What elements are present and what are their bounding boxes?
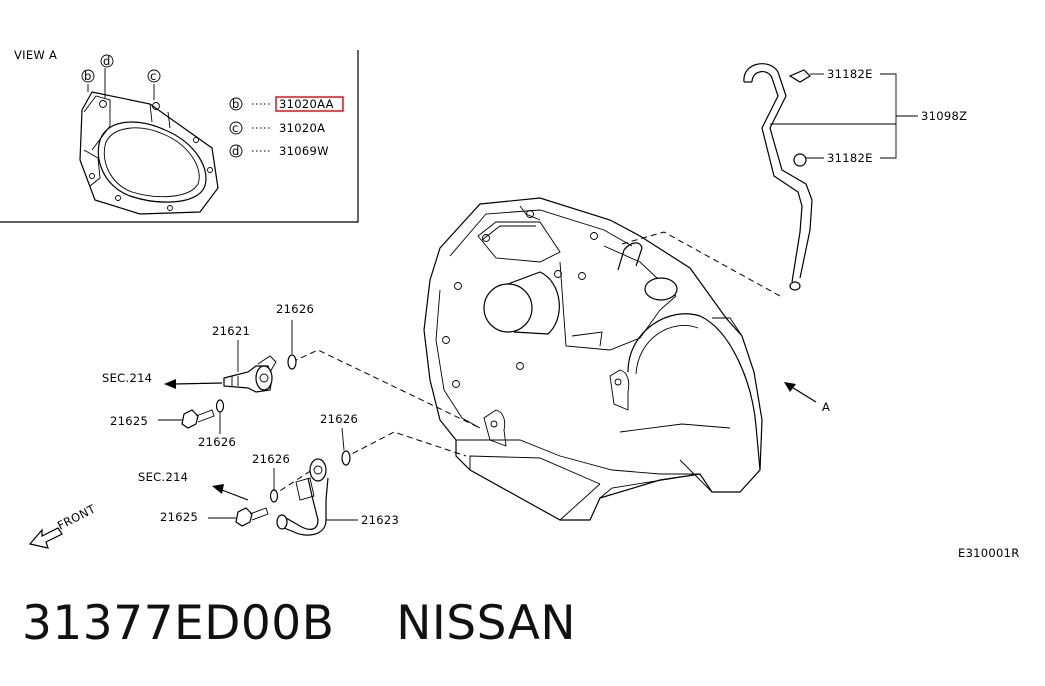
washer-21626-right[interactable] bbox=[341, 450, 351, 466]
marker-c-callout: c bbox=[147, 69, 161, 83]
highlight-box bbox=[275, 96, 344, 112]
label-21625-upper[interactable]: 21625 bbox=[110, 414, 148, 428]
transmission-case bbox=[423, 197, 763, 521]
label-sec214-lower[interactable]: SEC.214 bbox=[138, 470, 188, 484]
legend-row-c[interactable]: c 31020A bbox=[229, 121, 325, 135]
marker-b-label: b bbox=[84, 69, 92, 83]
legend-row-b[interactable]: b 31020AA bbox=[229, 96, 344, 112]
legend-c-part-number[interactable]: 31020A bbox=[279, 121, 325, 135]
diagram-code: E310001R bbox=[958, 546, 1020, 560]
label-21626-top[interactable]: 21626 bbox=[276, 302, 314, 316]
pipe-group: SEC.214 21626 21626 21625 21623 bbox=[138, 412, 399, 536]
label-21626-right[interactable]: 21626 bbox=[320, 412, 358, 426]
lower-clamp bbox=[793, 153, 807, 167]
part-number-title: 31377ED00B NISSAN bbox=[22, 596, 577, 651]
marker-d-label: d bbox=[103, 54, 111, 68]
view-a-inset: VIEW A b d bbox=[0, 48, 359, 223]
washer-21626-mid[interactable] bbox=[215, 399, 225, 413]
marker-c-label: c bbox=[150, 69, 157, 83]
label-31098z[interactable]: 31098Z bbox=[921, 109, 967, 123]
label-21625-lower[interactable]: 21625 bbox=[160, 510, 198, 524]
view-a-direction-arrow: A bbox=[784, 382, 830, 414]
label-21626-lower[interactable]: 21626 bbox=[252, 452, 290, 466]
marker-b-callout: b bbox=[81, 69, 95, 83]
front-label: FRONT bbox=[55, 501, 98, 532]
bolt-21625-upper[interactable] bbox=[181, 409, 199, 429]
legend-b-part-number[interactable]: 31020AA bbox=[279, 97, 334, 111]
view-a-case-illustration bbox=[79, 68, 219, 215]
label-31182e-lower[interactable]: 31182E bbox=[827, 151, 873, 165]
shaft-boss bbox=[483, 283, 533, 333]
legend-row-d[interactable]: d 31069W bbox=[229, 144, 329, 158]
view-a-title: VIEW A bbox=[14, 48, 57, 62]
marker-d-callout: d bbox=[100, 54, 114, 68]
label-21623[interactable]: 21623 bbox=[361, 513, 399, 527]
speed-sensor-group: SEC.214 21626 21621 21625 21626 bbox=[102, 302, 314, 449]
filler-cap bbox=[644, 277, 678, 301]
legend-d-marker: d bbox=[232, 144, 240, 158]
front-direction-indicator: FRONT bbox=[28, 501, 98, 549]
label-21621[interactable]: 21621 bbox=[212, 324, 250, 338]
label-31182e-upper[interactable]: 31182E bbox=[827, 67, 873, 81]
upper-clamp bbox=[788, 69, 811, 83]
legend-b-marker: b bbox=[232, 97, 240, 111]
legend-c-marker: c bbox=[232, 121, 239, 135]
bolt-21625-lower[interactable] bbox=[235, 507, 253, 527]
inset-frame bbox=[0, 50, 359, 223]
washer-21626-lower[interactable] bbox=[269, 489, 279, 503]
washer-21626-top[interactable] bbox=[287, 354, 297, 370]
label-21626-mid[interactable]: 21626 bbox=[198, 435, 236, 449]
legend-d-part-number[interactable]: 31069W bbox=[279, 144, 329, 158]
label-sec214-upper[interactable]: SEC.214 bbox=[102, 371, 152, 385]
view-a-arrow-label: A bbox=[822, 400, 830, 414]
breather-hose-assembly: 31182E 31182E 31098Z bbox=[743, 63, 967, 291]
